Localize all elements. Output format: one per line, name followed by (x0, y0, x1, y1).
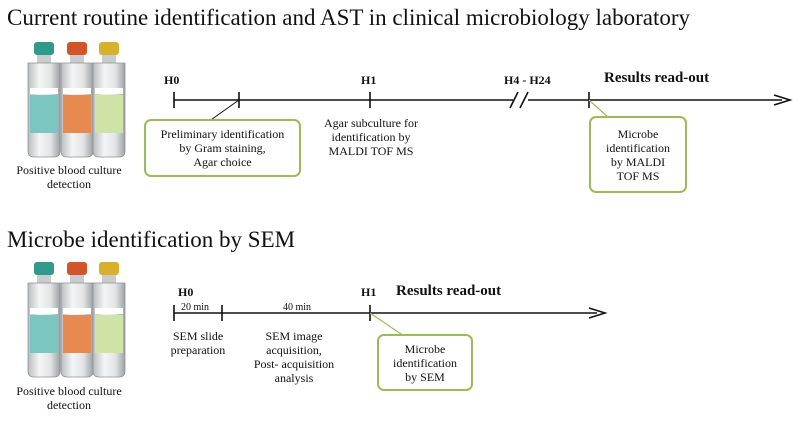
blood-culture-bottle-icon (27, 42, 61, 158)
results-readout-label-1: Results read-out (604, 70, 710, 86)
milestone-h0-sem: H0 (178, 285, 194, 299)
duration-20-min: 20 min (181, 302, 210, 313)
blood-culture-bottle-icon (92, 42, 126, 158)
blood-culture-bottle-icon (60, 42, 94, 158)
blood-culture-bottle-icon (60, 262, 94, 378)
agar-subculture-text: Agar subculture for identification by MA… (324, 116, 418, 158)
section-title-routine: Current routine identification and AST i… (7, 5, 691, 30)
milestone-h1: H1 (361, 73, 377, 87)
section-title-sem: Microbe identification by SEM (7, 227, 296, 252)
blood-culture-bottle-icon (27, 262, 61, 378)
sem-identification-box: Microbe identification by SEM (377, 334, 473, 391)
blood-culture-bottle-icon (92, 262, 126, 378)
bottle-caption-2: Positive blood culture detection (16, 384, 122, 412)
milestone-h1-sem: H1 (361, 285, 377, 299)
sem-slide-preparation-text: SEM slide preparation (170, 329, 226, 357)
timeline-2 (173, 305, 608, 337)
milestone-h4-h24: H4 - H24 (504, 73, 551, 87)
sem-image-acquisition-text: SEM image acquisition, Post- acquisition… (253, 329, 335, 385)
milestone-h0: H0 (164, 73, 180, 87)
results-readout-label-2: Results read-out (396, 283, 502, 299)
timeline-1 (173, 91, 793, 123)
sem-identification-text: Microbe identification by SEM (393, 341, 457, 384)
gram-staining-box: Preliminary identification by Gram stain… (144, 119, 301, 177)
maldi-identification-text: Microbe identification by MALDI TOF MS (606, 126, 670, 183)
gram-staining-text: Preliminary identification by Gram stain… (160, 127, 285, 169)
bottle-caption-1: Positive blood culture detection (16, 163, 122, 191)
maldi-identification-box: Microbe identification by MALDI TOF MS (589, 116, 687, 193)
blood-culture-bottles-1 (27, 42, 126, 158)
duration-40-min: 40 min (283, 302, 312, 313)
blood-culture-bottles-2 (27, 262, 126, 378)
